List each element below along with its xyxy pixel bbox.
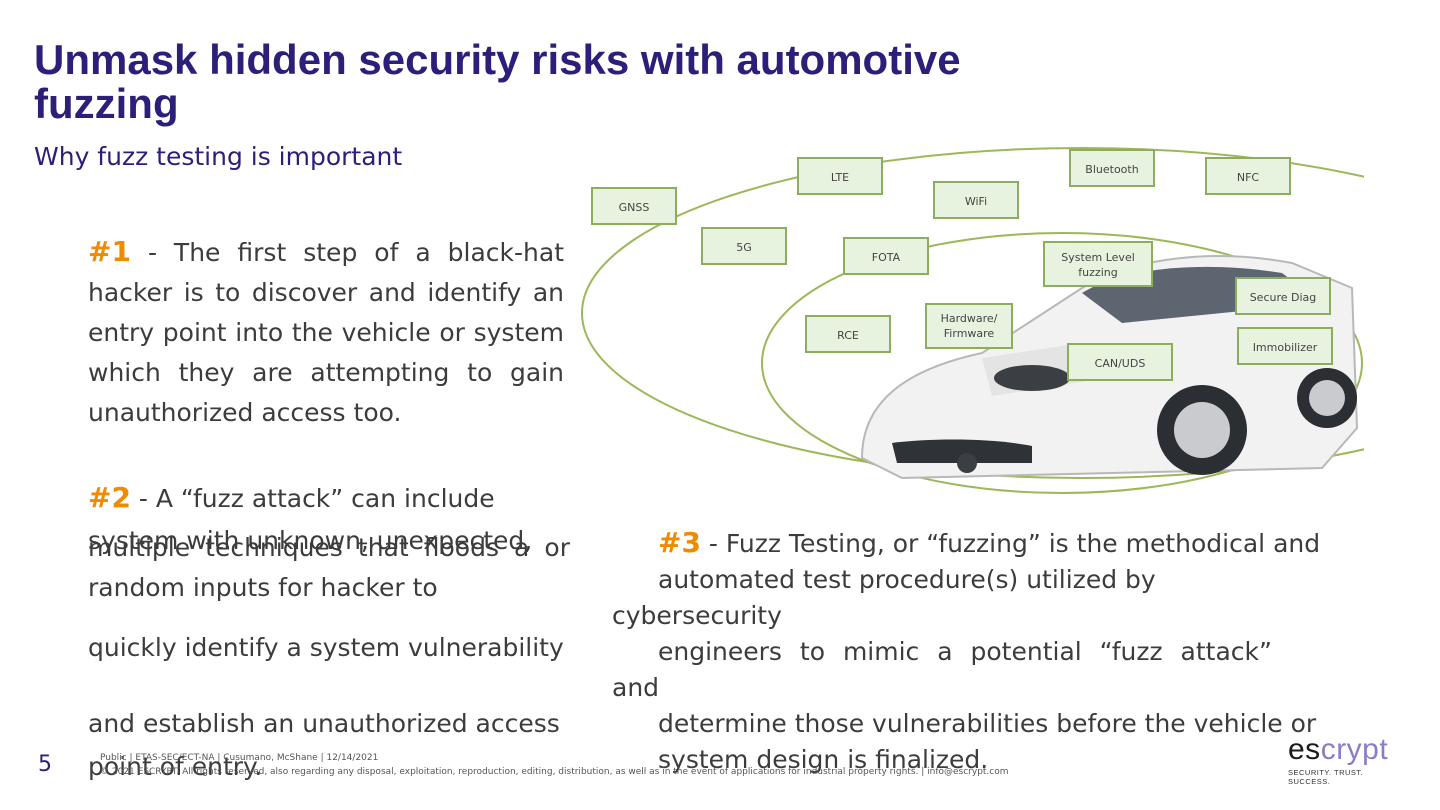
label-secure-diag: Secure Diag: [1235, 277, 1331, 315]
svg-text:5G: 5G: [736, 241, 752, 254]
svg-text:fuzzing: fuzzing: [1078, 266, 1117, 279]
point-2-text-c2: and establish an unauthorized access: [88, 709, 560, 738]
inner-ellipse: [761, 232, 1363, 494]
svg-text:LTE: LTE: [831, 171, 849, 184]
svg-text:Immobilizer: Immobilizer: [1253, 341, 1318, 354]
label-rce: RCE: [805, 315, 891, 353]
point-2: #2 - A “fuzz attack” can include: [88, 478, 570, 519]
point-1: #1 - The first step of a black-hat hacke…: [88, 232, 564, 433]
svg-text:Bluetooth: Bluetooth: [1085, 163, 1138, 176]
footer-text: Public | ETAS-SEC/ECT-NA | Cusumano, McS…: [100, 751, 1009, 779]
svg-text:Firmware: Firmware: [944, 327, 995, 340]
point-3-line-1: - Fuzz Testing, or “fuzzing” is the meth…: [708, 529, 1321, 558]
outer-ellipse: [581, 147, 1364, 479]
label-nfc: NFC: [1205, 157, 1291, 195]
label-5g: 5G: [701, 227, 787, 265]
point-2-text-b: multiple techniques that floods a or ran…: [88, 533, 570, 602]
label-system-level-fuzzing: System Level fuzzing: [1043, 241, 1153, 287]
escrypt-logo: escrypt SECURITY. TRUST. SUCCESS.: [1288, 733, 1408, 787]
slide-title: Unmask hidden security risks with automo…: [34, 36, 961, 127]
svg-text:WiFi: WiFi: [965, 195, 987, 208]
label-lte: LTE: [797, 157, 883, 195]
point-3-line-4: engineers to mimic a potential “fuzz att…: [658, 637, 1272, 666]
point-2-text-c1: quickly identify a system vulnerability: [88, 633, 564, 662]
logo-tagline: SECURITY. TRUST. SUCCESS.: [1288, 768, 1364, 786]
footer-line-2: © 2021 ESCRYPT. All rights reserved, als…: [100, 767, 1009, 777]
point-3-line-7: system design is finalized.: [658, 745, 989, 774]
point-3-line-2: automated test procedure(s) utilized by: [658, 565, 1156, 594]
svg-text:GNSS: GNSS: [619, 201, 650, 214]
point-1-number: #1: [88, 235, 131, 268]
point-2-overlap-text: system with unknown, unexpected,: [88, 526, 533, 555]
attack-surface-diagram: GNSS LTE 5G WiFi Bluetooth NFC FOTA Syst…: [581, 147, 1364, 494]
label-gnss: GNSS: [591, 187, 677, 225]
point-2-number: #2: [88, 481, 131, 514]
label-hardware-firmware: Hardware/ Firmware: [925, 303, 1013, 349]
point-3-line-3: cybersecurity: [612, 601, 782, 630]
svg-text:FOTA: FOTA: [872, 251, 901, 264]
svg-text:NFC: NFC: [1237, 171, 1260, 184]
point-3: #3 - Fuzz Testing, or “fuzzing” is the m…: [612, 525, 1362, 778]
label-can-uds: CAN/UDS: [1067, 343, 1173, 381]
label-fota: FOTA: [843, 237, 929, 275]
footer-line-1: Public | ETAS-SEC/ECT-NA | Cusumano, McS…: [100, 753, 379, 763]
svg-text:RCE: RCE: [837, 329, 859, 342]
point-3-line-6: determine those vulnerabilities before t…: [658, 709, 1317, 738]
point-2-text: - A “fuzz attack” can include: [138, 484, 495, 513]
label-bluetooth: Bluetooth: [1069, 149, 1155, 187]
page-number: 5: [38, 752, 52, 777]
slide-subtitle: Why fuzz testing is important: [34, 142, 403, 171]
svg-text:Secure Diag: Secure Diag: [1250, 291, 1317, 304]
logo-crypt: crypt: [1320, 733, 1389, 766]
svg-text:Hardware/: Hardware/: [941, 312, 998, 325]
point-2-text-c3: point of entry.: [88, 752, 263, 781]
svg-text:System Level: System Level: [1061, 251, 1135, 264]
point-1-text: - The first step of a black-hat hacker i…: [88, 238, 565, 427]
logo-es: es: [1288, 733, 1321, 766]
label-wifi: WiFi: [933, 181, 1019, 219]
point-3-number: #3: [658, 526, 701, 559]
svg-text:CAN/UDS: CAN/UDS: [1095, 357, 1146, 370]
point-3-line-5: and: [612, 673, 660, 702]
label-immobilizer: Immobilizer: [1237, 327, 1333, 365]
